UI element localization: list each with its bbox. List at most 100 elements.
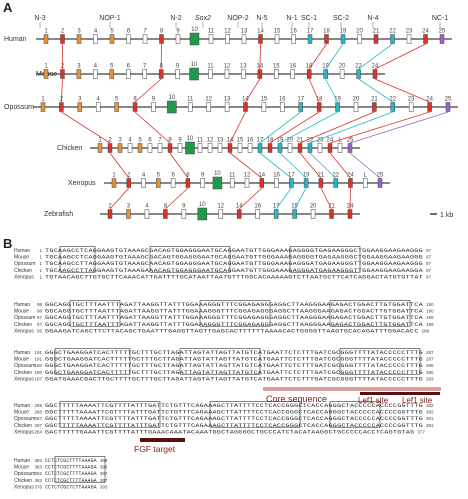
alignment-start-position: 1 (39, 261, 42, 266)
conserved-element-22 (390, 102, 396, 112)
element-number: 2 (61, 29, 65, 35)
element-number: 25 (439, 29, 446, 35)
alignment-species-xenopus: Xenopus (14, 274, 34, 280)
sequence-row: GGATGAAACGACTTGCTTTTGCTTTGCTTAGATTAGTATT… (45, 376, 423, 382)
element-number: 8 (133, 97, 137, 103)
conserved-element-10 (189, 32, 200, 46)
element-number: 8 (160, 29, 164, 35)
alignment-start-position: 382 (34, 471, 42, 476)
element-number: 21 (318, 173, 325, 179)
element-number: 8 (168, 138, 172, 144)
alignment-end-position: 381 (426, 423, 434, 428)
alignment-start-position: 97 (37, 322, 43, 327)
element-number: 19 (303, 173, 310, 179)
element-number: 22 (389, 97, 396, 103)
conserved-box (59, 401, 161, 428)
alignment-end-position: 97 (426, 248, 432, 253)
conserved-element-8 (159, 34, 164, 44)
element-number: 15 (237, 138, 244, 144)
sequence-row: GGCAGGTGCTTTAATTTAGATTAAGGTTATTTGGAAAGGG… (45, 322, 423, 328)
homology-connector-25 (349, 111, 449, 144)
conserved-box (289, 246, 361, 273)
conserved-element-14 (236, 209, 242, 219)
element-number: 17 (288, 173, 295, 179)
alignment-start-position: 383 (34, 465, 42, 470)
element-number: 2 (108, 204, 112, 210)
conserved-element-20 (310, 209, 316, 219)
alignment-end-position: 189 (426, 315, 434, 320)
element-number: 18 (316, 97, 323, 103)
element-number: 24 (372, 64, 379, 70)
conserved-element-6 (170, 178, 176, 188)
conserved-element-14 (258, 34, 263, 44)
element-number: 10 (191, 27, 198, 33)
conserved-element-12 (224, 69, 230, 79)
sequence-row: CCTCTCGCTCTTAAAGA (45, 484, 97, 490)
alignment-end-position: 286 (426, 363, 434, 368)
alignment-start-position: 287 (34, 423, 42, 428)
element-number: L (338, 138, 342, 144)
element-number: 12 (205, 97, 212, 103)
conserved-element-3 (117, 143, 123, 153)
alignment-species-opossum: Opossum (14, 315, 35, 321)
alignment-end-position: 283 (426, 376, 434, 381)
conserved-element-2 (59, 102, 64, 112)
conserved-element-21 (318, 178, 324, 188)
conserved-element-13 (217, 143, 223, 153)
conserved-element-11 (208, 69, 213, 79)
conserved-element-21 (297, 143, 303, 153)
conserved-element-8 (167, 143, 173, 153)
conserved-element-10 (212, 176, 223, 190)
element-number: 13 (224, 97, 231, 103)
conserved-element-10 (167, 100, 177, 114)
sequence-row: GGCAGGTGCTTTAATTTAGATTAAGGTTATTTGGAAAGGG… (45, 309, 423, 315)
element-number: 3 (118, 138, 122, 144)
conserved-element-6 (126, 34, 131, 44)
conserved-element-L (362, 178, 368, 188)
homology-connector-22 (309, 111, 393, 144)
conserved-element-14 (259, 178, 265, 188)
alignment-species-xenopus: Xenopus (14, 328, 34, 334)
conserved-box (54, 348, 131, 375)
alignment-start-position: 1 (39, 274, 42, 279)
homology-connector-24 (374, 78, 430, 103)
element-number: 9 (182, 204, 186, 210)
conserved-element-19 (303, 178, 309, 188)
conserved-element-1 (43, 34, 49, 44)
element-number: 1 (112, 173, 116, 179)
homology-connector-18 (308, 43, 327, 70)
lef1-site-bar-2 (400, 392, 440, 395)
homology-connector-14 (229, 152, 263, 179)
alignment-start-position: 98 (37, 309, 43, 314)
homology-connector-8 (165, 187, 189, 210)
element-number: 19 (291, 204, 298, 210)
conserved-element-12 (207, 143, 213, 153)
alignment-end-position: 398 (100, 458, 108, 463)
alignment-start-position: 1 (39, 248, 42, 253)
conserved-element-20 (339, 69, 345, 79)
element-number: 24 (347, 173, 354, 179)
species-label-xenopus: Xenopus (68, 180, 96, 187)
element-number: 9 (176, 29, 180, 35)
alignment-end-position: 382 (426, 403, 434, 408)
conserved-element-10 (197, 207, 208, 221)
element-number: 14 (257, 29, 264, 35)
conserved-element-18 (324, 34, 329, 44)
region-label-sc-1: SC-1 (301, 15, 317, 22)
element-number: 18 (267, 138, 274, 144)
conserved-element-25 (439, 34, 445, 44)
conserved-element-19 (335, 102, 340, 112)
homology-connector-2 (109, 152, 130, 179)
element-number: 2 (127, 173, 131, 179)
core-sequence-bar (263, 387, 441, 391)
conserved-element-11 (208, 34, 214, 44)
element-number: 14 (242, 97, 249, 103)
conserved-element-15 (261, 102, 267, 112)
element-number: 9 (152, 97, 156, 103)
element-number: 23 (317, 138, 324, 144)
alignment-end-position: 97 (426, 255, 432, 260)
alignment-species-mouse: Mouse (14, 309, 29, 315)
alignment-species-chicken: Chicken (14, 478, 32, 484)
alignment-start-position: 382 (34, 478, 42, 483)
conserved-element-19 (277, 143, 283, 153)
